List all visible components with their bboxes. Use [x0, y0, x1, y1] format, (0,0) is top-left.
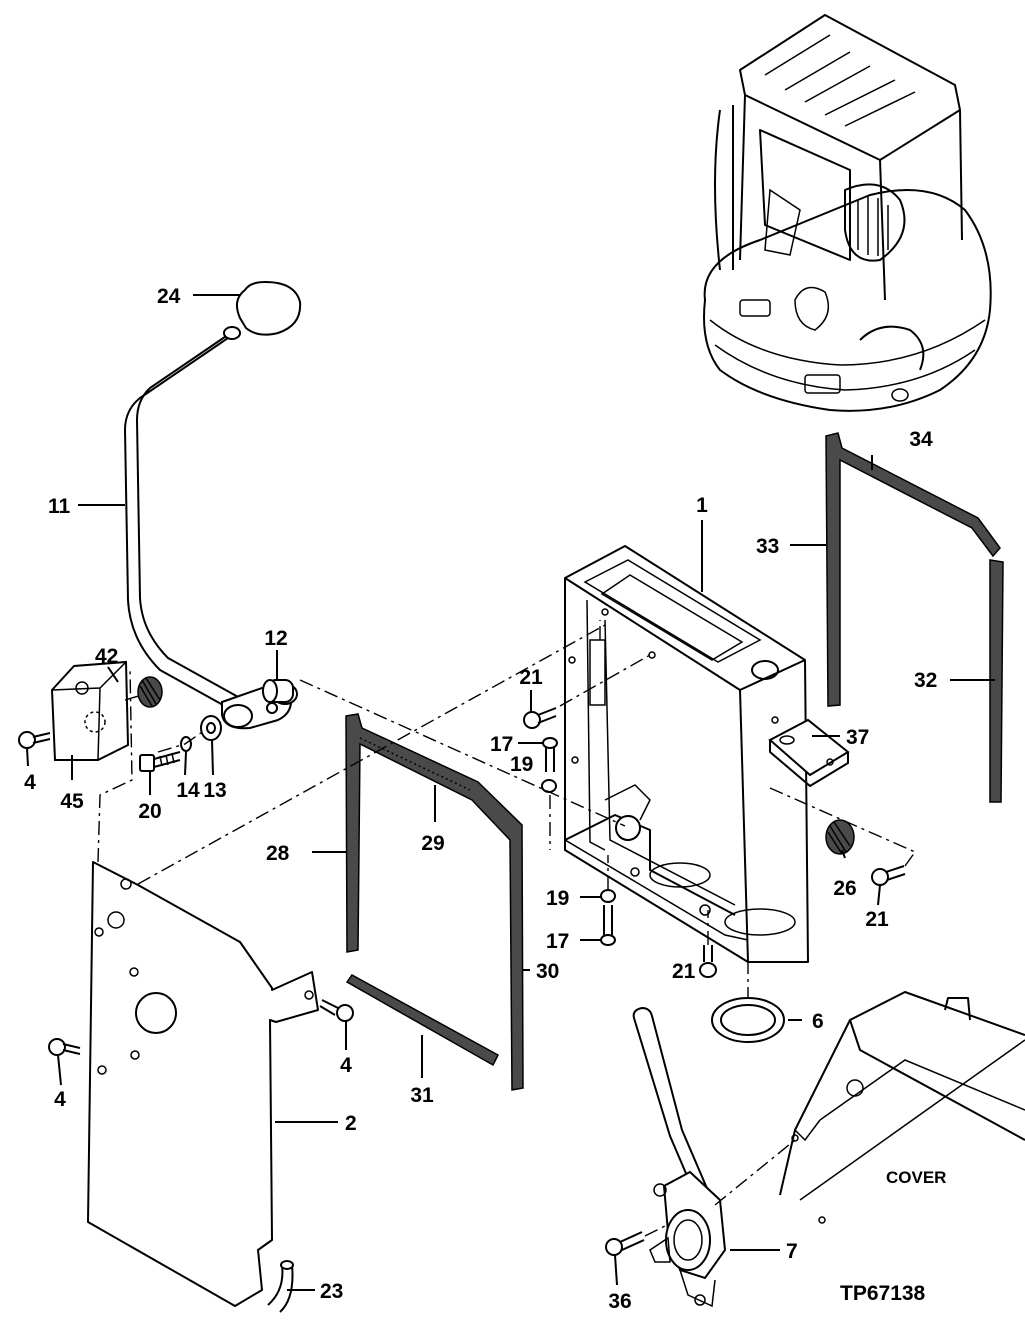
callout-2: 2: [345, 1112, 357, 1135]
callout-19-upper: 19: [510, 753, 533, 776]
figure-reference: TP67138: [840, 1282, 926, 1305]
damper-26: [825, 819, 855, 855]
callout-37: 37: [846, 726, 869, 749]
side-plate-2: [87, 861, 319, 1307]
callout-12: 12: [264, 627, 287, 650]
bolt-20: [139, 751, 181, 772]
bolt-17a: [542, 737, 558, 772]
control-box-1: [564, 545, 809, 963]
seal-31: [345, 974, 499, 1067]
callout-30: 30: [536, 960, 559, 983]
nut-19a: [541, 779, 557, 793]
bolt-36: [605, 1231, 645, 1256]
throttle-lever-7: [632, 1007, 727, 1308]
callout-17-lower: 17: [546, 930, 569, 953]
excavator-overview-illustration: [703, 14, 992, 412]
bolt-4b: [48, 1038, 81, 1056]
leader-lines: [26, 294, 995, 1291]
bolt-4a: [18, 731, 51, 749]
callout-29: 29: [421, 832, 444, 855]
callout-20: 20: [138, 800, 161, 823]
callout-17-upper: 17: [490, 733, 513, 756]
bolt-21b: [871, 865, 906, 886]
seal-32: [989, 559, 1004, 803]
callout-4-plate-right: 4: [340, 1054, 352, 1077]
callout-21-upper: 21: [519, 666, 543, 689]
bracket-37: [768, 718, 850, 787]
callout-4-switch: 4: [24, 771, 36, 794]
callout-13: 13: [203, 779, 226, 802]
cover-illustration: [779, 991, 1025, 1224]
bolt-21c: [699, 945, 717, 978]
seal-28-29-30: [345, 713, 524, 1091]
callout-34: 34: [909, 428, 933, 451]
callout-4-plate-left: 4: [54, 1088, 66, 1111]
lever-knob-24: [235, 280, 302, 336]
callout-26: 26: [833, 877, 856, 900]
callout-6: 6: [812, 1010, 824, 1033]
callout-33: 33: [756, 535, 779, 558]
callout-45: 45: [60, 790, 84, 813]
callout-32: 32: [914, 669, 937, 692]
callout-11: 11: [48, 495, 71, 518]
callout-1: 1: [696, 494, 708, 517]
hose-23: [267, 1260, 294, 1313]
callout-21-right: 21: [865, 908, 889, 931]
callout-7: 7: [786, 1240, 798, 1263]
switch-block-45: [50, 660, 130, 761]
bolt-4c: [319, 999, 354, 1022]
callout-24: 24: [157, 285, 181, 308]
callout-36: 36: [608, 1290, 631, 1313]
callout-labels: 1 2 4 4 4 6 7 11 12 13 14 17 17 19 19 20…: [24, 285, 937, 1313]
callout-28: 28: [266, 842, 290, 865]
callout-19-lower: 19: [546, 887, 569, 910]
callout-14: 14: [176, 779, 200, 802]
grommet-6: [711, 997, 785, 1043]
bushing-12: [262, 679, 298, 705]
callout-42: 42: [95, 645, 118, 668]
assembly-guide-lines: [97, 620, 916, 1237]
nut-19b: [600, 889, 616, 903]
callout-23: 23: [320, 1280, 343, 1303]
callout-31: 31: [410, 1084, 434, 1107]
control-lever-11: [124, 326, 241, 711]
seal-33-34: [825, 432, 1001, 707]
cover-label: COVER: [886, 1168, 946, 1187]
callout-21-lower: 21: [672, 960, 696, 983]
bolt-17b: [600, 905, 616, 946]
damper-42: [137, 676, 163, 708]
bolt-21a: [523, 707, 557, 729]
washer-13: [200, 715, 222, 741]
